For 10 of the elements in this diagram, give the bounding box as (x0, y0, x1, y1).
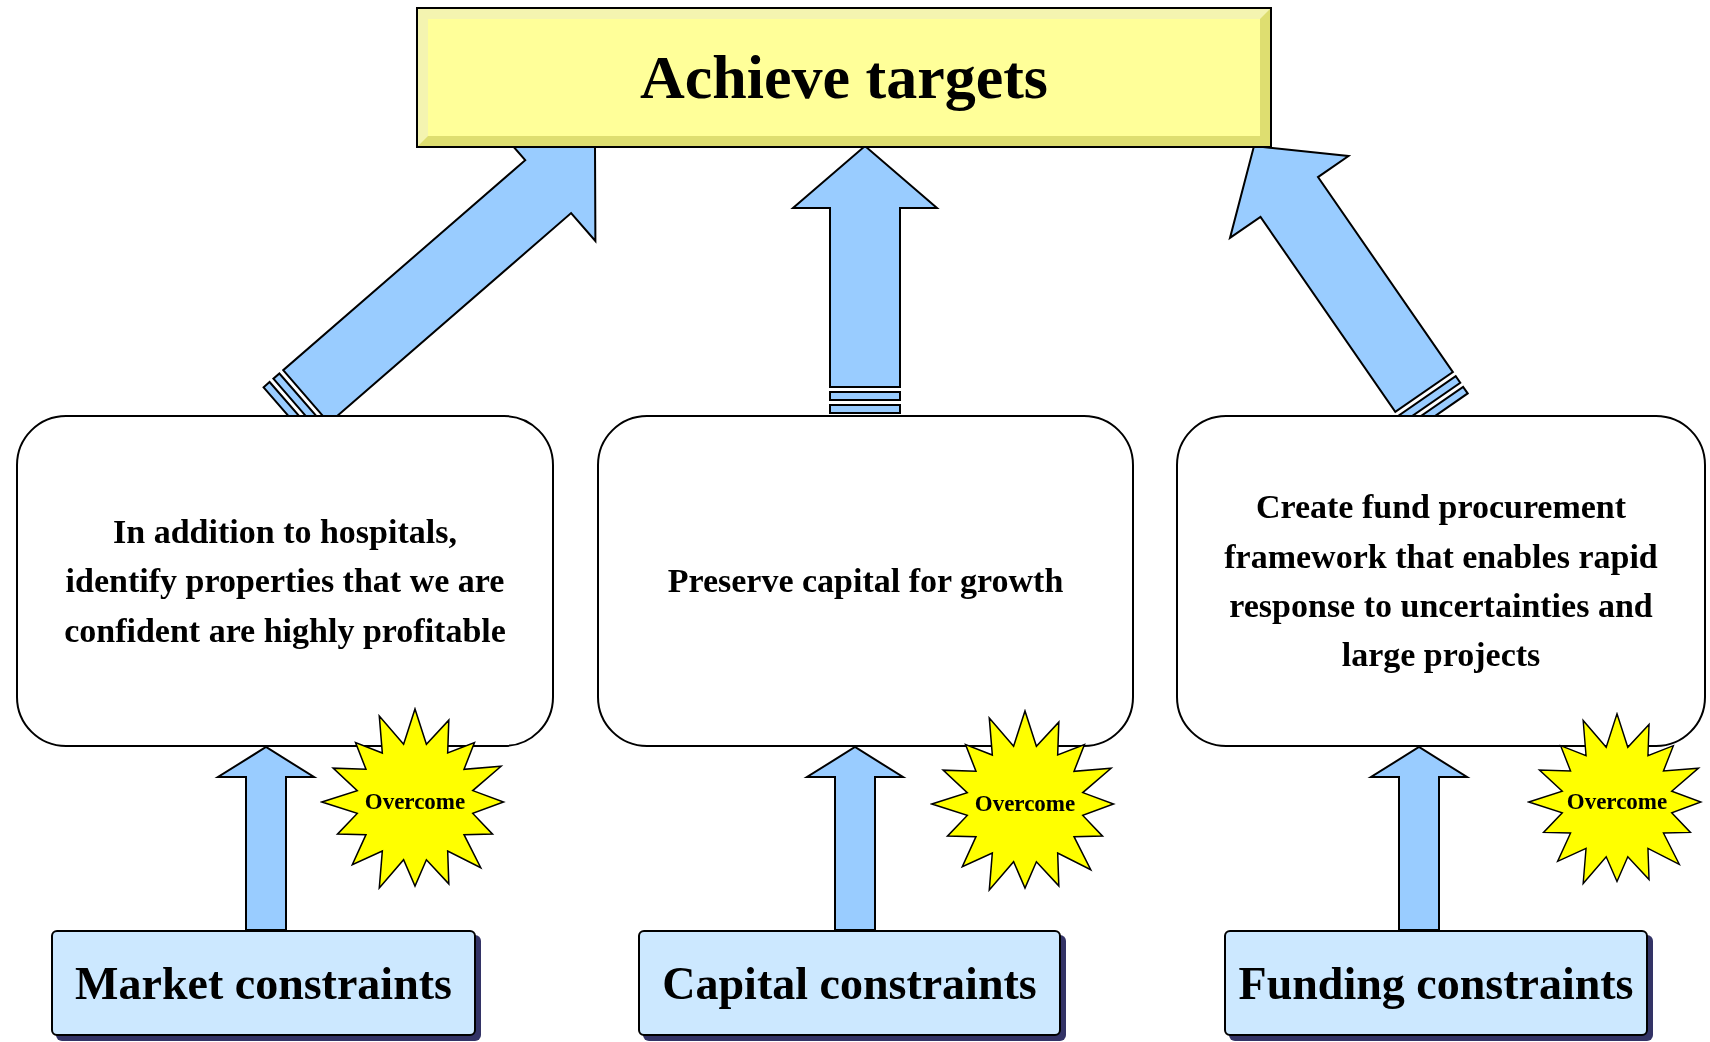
callout-text: Overcome (364, 789, 466, 815)
goal-box: Create fund procurement framework that enables rapid response to uncertainties and large projects (1176, 415, 1706, 747)
title-banner: Achieve targets (418, 9, 1270, 146)
block-arrow (1367, 745, 1471, 931)
goal-box: In addition to hospitals, identify properties that we are confident are highly profitable (16, 415, 554, 747)
callout-text: Overcome (974, 791, 1076, 817)
callout-text: Overcome (1566, 789, 1668, 815)
block-arrow (214, 745, 318, 931)
goal-box: Preserve capital for growth (597, 415, 1134, 747)
block-arrow (803, 745, 907, 931)
